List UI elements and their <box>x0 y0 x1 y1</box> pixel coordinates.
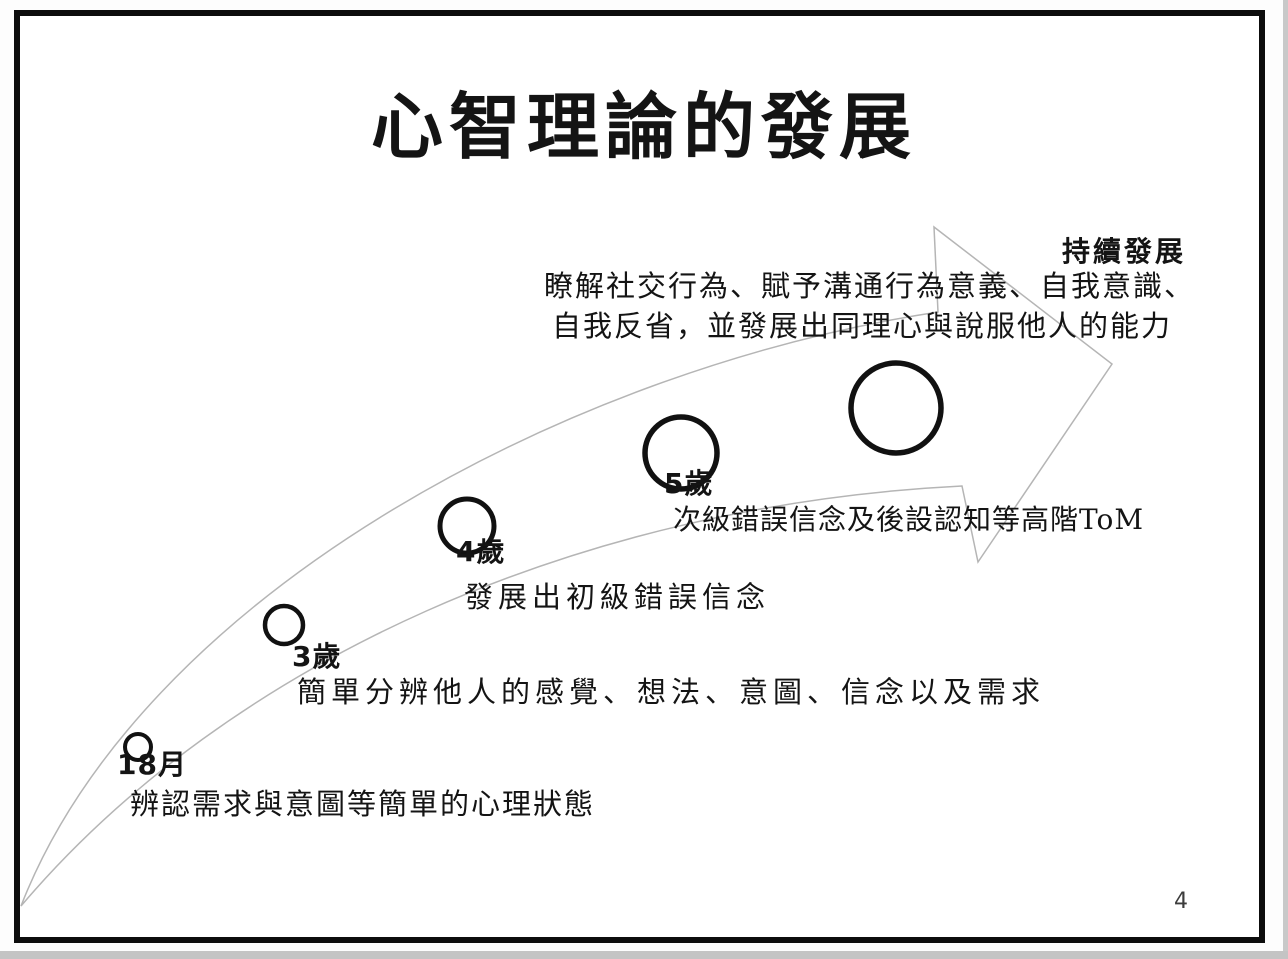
milestone-age-4y: 4歲 <box>456 535 506 568</box>
milestone-age-5y: 5歲 <box>664 467 714 500</box>
continued-development-label: 持續發展 <box>1062 235 1187 268</box>
milestone-circle-18m <box>123 732 153 762</box>
milestone-desc-3y: 簡單分辨他人的感覺、想法、意圖、信念以及需求 <box>297 675 1046 709</box>
milestone-circle-4y <box>437 496 497 556</box>
continued-development-desc-line1: 瞭解社交行為、賦予溝通行為意義、自我意識、 <box>544 269 1196 303</box>
curved-growth-arrow <box>20 225 1114 907</box>
milestone-circle-3y <box>262 603 306 647</box>
continued-development-desc-line2: 自我反省，並發展出同理心與說服他人的能力 <box>552 309 1173 343</box>
milestone-circle-continued <box>848 360 944 456</box>
page-number: 4 <box>1174 889 1188 914</box>
milestone-desc-4y: 發展出初級錯誤信念 <box>464 580 771 614</box>
slide-border <box>14 10 1265 943</box>
scan-edge-bottom <box>0 951 1288 959</box>
milestone-circle-5y <box>642 414 720 492</box>
slide-title: 心智理論的發展 <box>370 84 917 169</box>
milestone-age-18m: 18月 <box>117 748 187 781</box>
milestone-desc-5y: 次級錯誤信念及後設認知等高階ToM <box>673 503 1145 536</box>
milestone-desc-18m: 辨認需求與意圖等簡單的心理狀態 <box>130 787 596 821</box>
scan-edge-right <box>1283 0 1288 959</box>
milestone-age-3y: 3歲 <box>292 640 342 673</box>
